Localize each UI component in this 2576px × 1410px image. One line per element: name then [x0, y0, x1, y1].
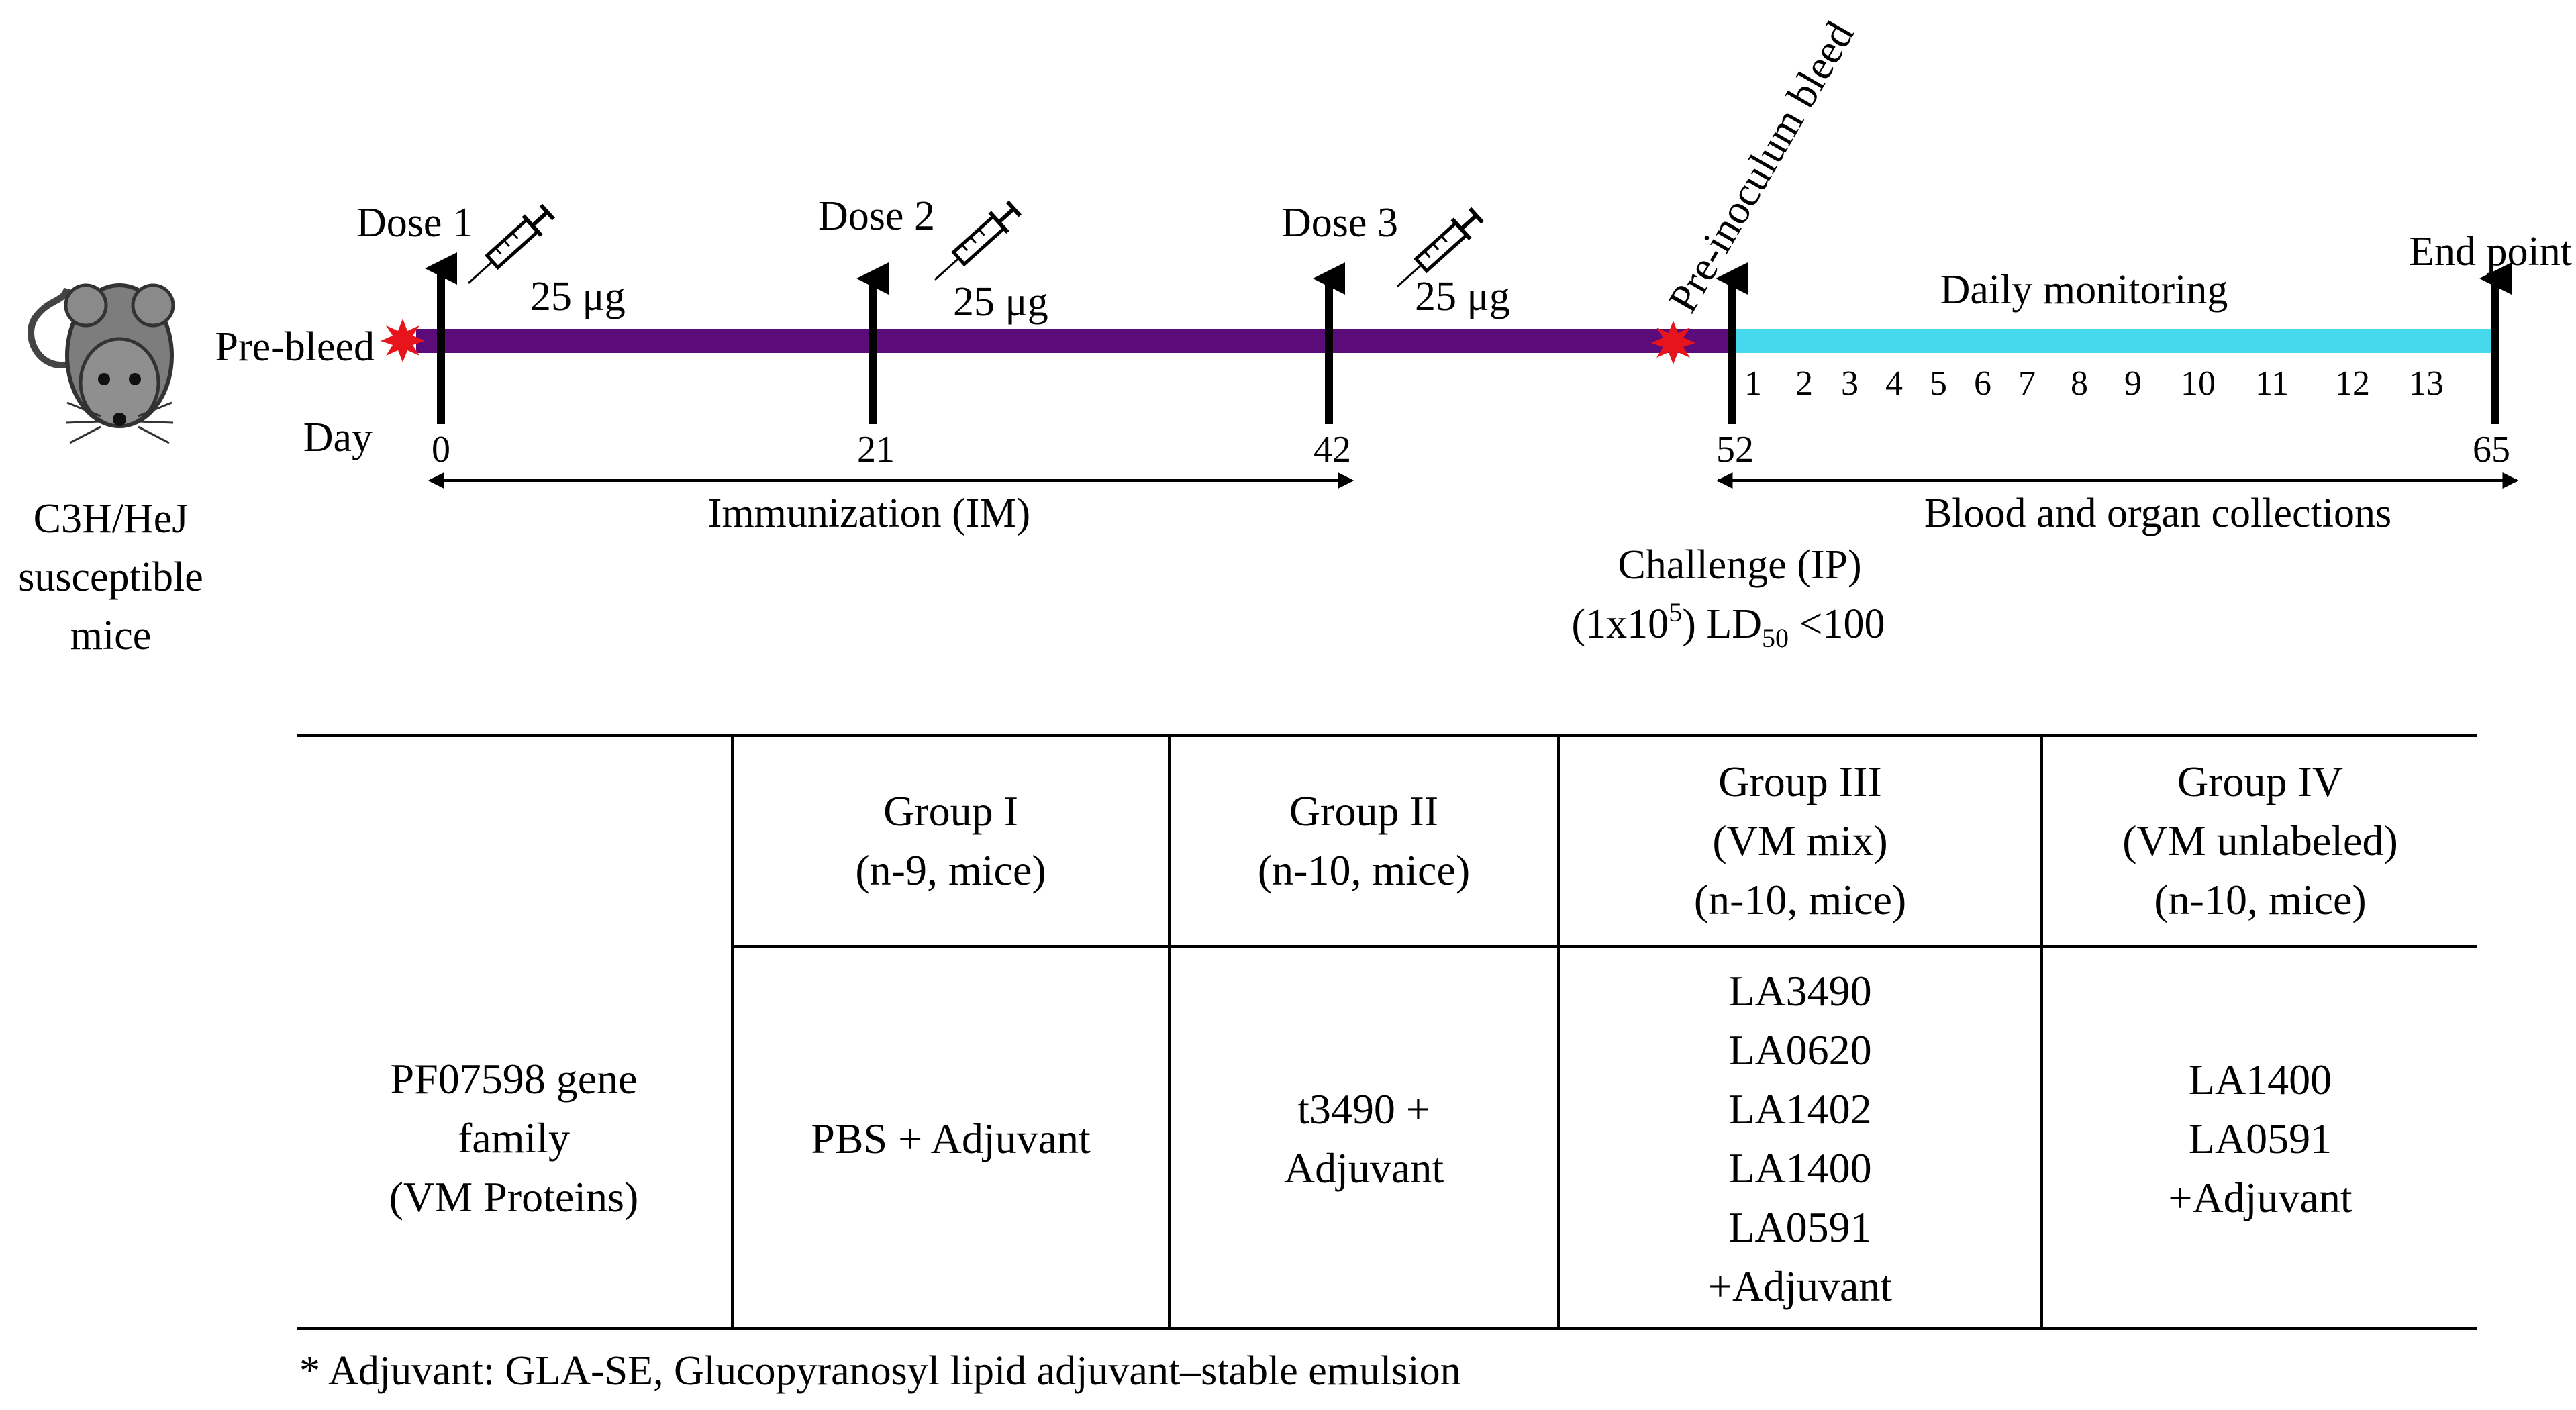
day-tick: 0 — [432, 429, 450, 470]
prebleed-label: Pre-bleed — [215, 324, 375, 370]
cell-line: LA1402 — [1728, 1085, 1872, 1133]
cell-line: PBS + Adjuvant — [811, 1115, 1091, 1162]
cell-line: LA0591 — [2188, 1115, 2332, 1162]
header-cell — [297, 737, 734, 946]
table-cell: PBS + Adjuvant — [732, 946, 1171, 1330]
table-header-row: Group I (n-9, mice) Group II (n-10, mice… — [297, 737, 2477, 948]
mouse-caption-line: susceptible — [18, 554, 203, 600]
cell-line: LA3490 — [1728, 967, 1872, 1015]
cell-line: (n-9, mice) — [855, 846, 1046, 894]
cell-line: Adjuvant — [1283, 1144, 1444, 1192]
mouse-icon — [28, 283, 175, 444]
cell-line: t3490 + — [1297, 1085, 1430, 1133]
dose-amount: 25 μg — [1415, 274, 1510, 319]
footnote: * Adjuvant: GLA-SE, Glucopyranosyl lipid… — [299, 1348, 1461, 1394]
monitoring-day-number: 2 — [1795, 364, 1813, 403]
cell-line: (n-10, mice) — [1693, 876, 1907, 923]
end-point-label: End point — [2409, 229, 2572, 274]
monitoring-day-number: 7 — [2018, 364, 2036, 403]
header-cell: Group I (n-9, mice) — [732, 737, 1171, 948]
table-bottom-rule — [297, 1327, 2477, 1330]
cell-line: LA1400 — [1728, 1144, 1872, 1192]
monitoring-bar — [1732, 329, 2492, 353]
cell-line: LA0620 — [1728, 1026, 1872, 1074]
cell-line: LA1400 — [2188, 1056, 2332, 1103]
cell-line: Group III — [1718, 758, 1882, 805]
mouse-caption-line: C3H/HeJ — [34, 496, 189, 542]
table-row: PF07598 gene family (VM Proteins) PBS + … — [297, 946, 2477, 1330]
timeline-diagram: C3H/HeJ susceptible mice Dose 1 Dose 2 D… — [18, 14, 2572, 658]
day-label: Day — [303, 415, 373, 460]
cell-line: Group I — [883, 787, 1018, 835]
header-cell: Group IV (VM unlabeled) (n-10, mice) — [2042, 737, 2477, 948]
prebleed-star-icon — [381, 319, 425, 362]
monitoring-day-number: 10 — [2181, 364, 2216, 403]
cell-line: Group IV — [2177, 758, 2344, 805]
dose-amount: 25 μg — [953, 279, 1048, 325]
study-groups-table: Group I (n-9, mice) Group II (n-10, mice… — [297, 737, 2477, 1330]
day-tick: 21 — [857, 429, 895, 470]
monitoring-day-number: 5 — [1930, 364, 1947, 403]
syringe-icon — [934, 200, 1022, 281]
table-cell: LA1400 LA0591 +Adjuvant — [2042, 946, 2477, 1330]
dose-label: Dose 1 — [356, 200, 473, 246]
cell-line: LA0591 — [1728, 1203, 1872, 1251]
cell-line: family — [457, 1114, 571, 1162]
mouse-caption-line: mice — [70, 613, 152, 658]
dose-label: Dose 3 — [1281, 200, 1398, 246]
day-tick: 42 — [1314, 429, 1351, 470]
table-top-rule — [297, 734, 2477, 737]
monitoring-day-number: 6 — [1974, 364, 1991, 403]
cell-line: (VM unlabeled) — [2122, 817, 2398, 864]
cell-line: (VM mix) — [1712, 817, 1888, 864]
monitoring-day-number: 11 — [2255, 364, 2289, 403]
cell-line: Group II — [1289, 787, 1439, 835]
dose-amount: 25 μg — [530, 274, 626, 319]
syringe-icon — [467, 203, 555, 284]
header-cell: Group III (VM mix) (n-10, mice) — [1558, 737, 2043, 948]
immunization-label: Immunization (IM) — [708, 491, 1030, 536]
cell-line: (n-10, mice) — [1257, 846, 1471, 894]
dose-label: Dose 2 — [818, 193, 935, 239]
cell-line: +Adjuvant — [2168, 1174, 2352, 1221]
daily-monitoring-label: Daily monitoring — [1940, 267, 2228, 313]
monitoring-day-number: 9 — [2124, 364, 2142, 403]
collections-label: Blood and organ collections — [1924, 491, 2391, 536]
day-tick: 52 — [1716, 429, 1754, 470]
cell-line: +Adjuvant — [1707, 1262, 1893, 1310]
table-cell: LA3490 LA0620 LA1402 LA1400 LA0591 +Adju… — [1558, 946, 2043, 1330]
challenge-label: Challenge (IP) — [1618, 542, 1861, 588]
pre-inoculum-label: Pre-inoculum bleed — [1660, 14, 1863, 320]
cell-line: PF07598 gene — [390, 1055, 638, 1103]
monitoring-day-number: 3 — [1841, 364, 1859, 403]
monitoring-day-number: 8 — [2071, 364, 2088, 403]
cell-line: (VM Proteins) — [389, 1173, 639, 1221]
row-header-cell: PF07598 gene family (VM Proteins) — [297, 946, 734, 1330]
header-cell: Group II (n-10, mice) — [1169, 737, 1560, 948]
monitoring-day-number: 4 — [1885, 364, 1903, 403]
cell-line: (n-10, mice) — [2154, 876, 2367, 923]
syringe-icon — [1396, 207, 1484, 287]
monitoring-day-number: 13 — [2409, 364, 2444, 403]
day-tick: 65 — [2473, 429, 2510, 470]
challenge-dose-label: (1x105) LD50 <100 — [1572, 597, 1885, 653]
table-cell: t3490 + Adjuvant — [1169, 946, 1560, 1330]
monitoring-day-number: 1 — [1744, 364, 1762, 403]
monitoring-day-number: 12 — [2335, 364, 2370, 403]
pre-inoculum-star-icon — [1651, 321, 1695, 364]
